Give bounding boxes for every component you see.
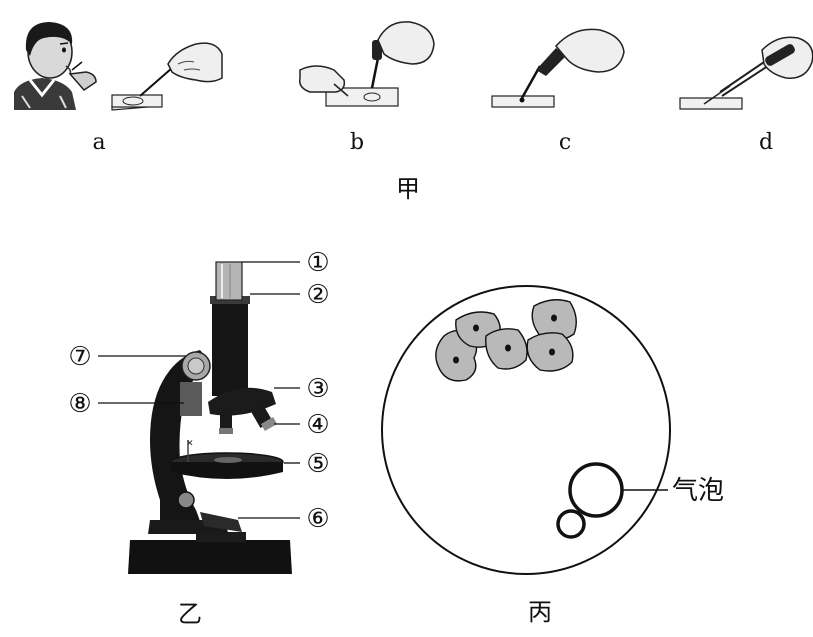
svg-text:✕: ✕ xyxy=(186,439,194,449)
left-hand-b xyxy=(298,65,349,97)
microscope-illustration: ✕ xyxy=(128,261,292,574)
caption-bing: 丙 xyxy=(528,598,552,626)
slide-a xyxy=(111,94,163,111)
step-c-illustration xyxy=(491,28,625,108)
step-label-d: d xyxy=(759,130,773,155)
part-label-6: ⑥ xyxy=(306,504,329,534)
bubble-large xyxy=(568,462,624,518)
caption-yi: 乙 xyxy=(178,600,202,628)
cheek-cells xyxy=(435,299,577,382)
part-label-5: ⑤ xyxy=(306,449,329,479)
view-circle xyxy=(381,285,671,575)
part-label-2: ② xyxy=(306,280,329,310)
part-label-1: ① xyxy=(306,248,329,278)
part-label-4: ④ xyxy=(306,410,329,440)
hand-toothpick xyxy=(139,42,223,97)
dropper-b xyxy=(370,21,435,89)
step-a-illustration xyxy=(14,22,223,111)
tweezers-d xyxy=(719,36,813,97)
nuclei xyxy=(453,314,557,364)
step-b-illustration xyxy=(298,21,435,107)
microscope-leaders xyxy=(98,261,300,519)
step-label-c: c xyxy=(559,130,571,155)
air-bubbles xyxy=(556,462,624,539)
dropper-c xyxy=(520,28,625,99)
part-label-3: ③ xyxy=(306,374,329,404)
step-label-a: a xyxy=(92,130,105,155)
boy-figure xyxy=(14,22,97,110)
part-label-7: ⑦ xyxy=(68,342,91,372)
field-of-view xyxy=(381,285,671,575)
bubble-small xyxy=(556,509,586,539)
bubble-label: 气泡 xyxy=(672,476,724,506)
step-d-illustration xyxy=(679,36,813,110)
step-label-b: b xyxy=(350,130,364,155)
part-label-8: ⑧ xyxy=(68,389,91,419)
caption-jia: 甲 xyxy=(396,175,420,203)
